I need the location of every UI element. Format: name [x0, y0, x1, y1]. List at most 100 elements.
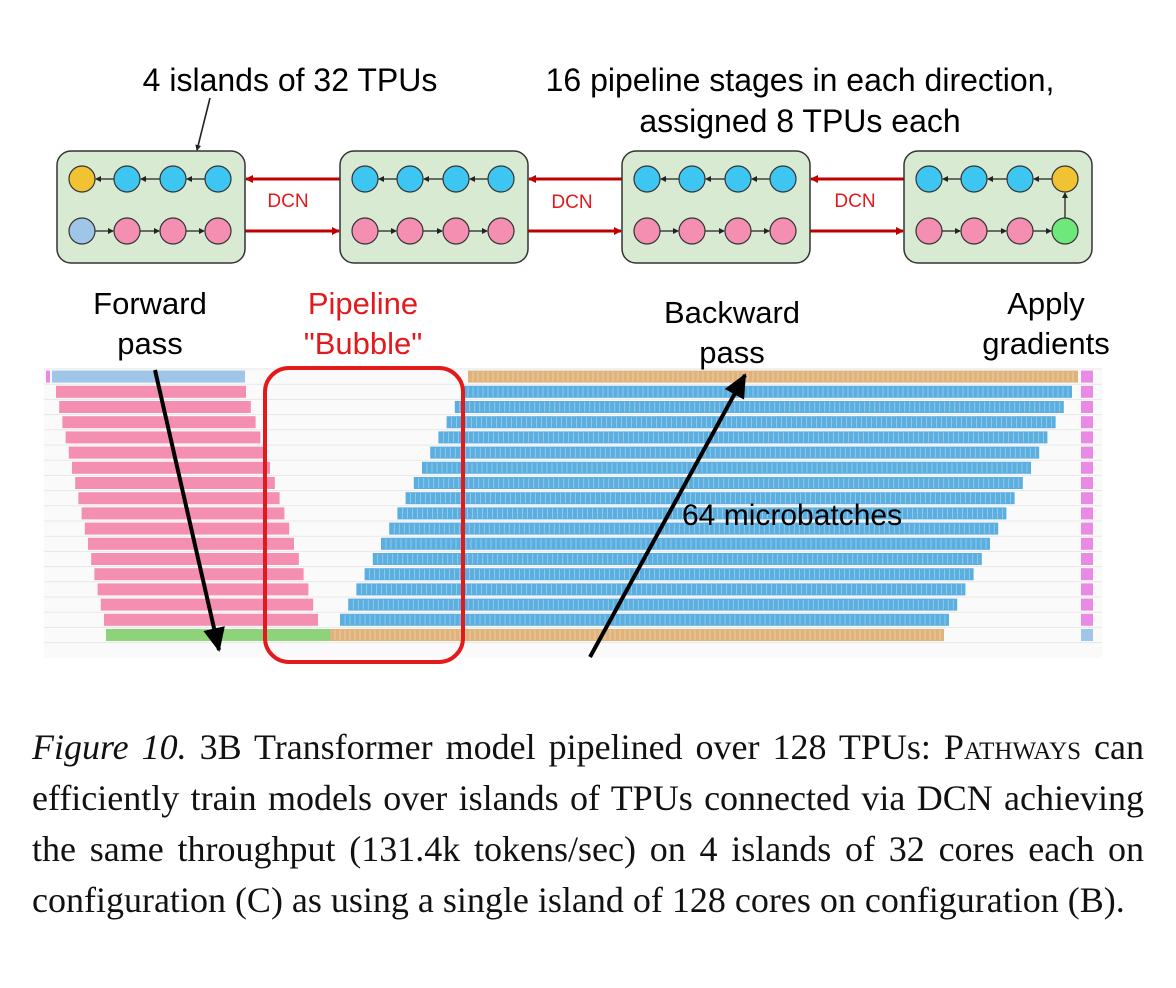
backward-bar	[389, 522, 999, 535]
apply-marker	[46, 370, 50, 383]
backward-bar	[364, 568, 974, 581]
pipeline-figure	[44, 97, 1102, 664]
tpu-node-backward	[633, 165, 661, 193]
backward-bar-fill	[446, 416, 1056, 429]
apply-gradients-bar	[1081, 446, 1093, 459]
tpu-node-backward	[1006, 165, 1034, 193]
microbatches-label: 64 microbatches	[682, 499, 903, 532]
island-4	[903, 150, 1093, 264]
island-2	[339, 150, 529, 264]
input-bar-fill	[52, 370, 245, 383]
apply-gradients-bar	[1081, 477, 1093, 489]
tpu-node-forward	[1006, 217, 1034, 245]
forward-bar-fill	[56, 385, 246, 398]
forward-bar	[78, 492, 280, 505]
forward-bar	[88, 537, 294, 550]
island-1	[56, 150, 246, 264]
pipeline-bubble-box	[263, 366, 465, 664]
gradient-bar-fill	[330, 629, 944, 641]
forward-bar	[94, 568, 304, 581]
apply-gradients-bar	[1081, 401, 1093, 413]
stages-label: 16 pipeline stages in each direction, as…	[500, 62, 1100, 140]
tpu-node-forward	[960, 217, 988, 245]
islands-pointer-arrow	[195, 97, 211, 151]
dcn-label-3: DCN	[834, 191, 876, 212]
caption-text-part1: 3B Transformer model pipelined over 128 …	[186, 727, 944, 767]
gradient-bar	[468, 370, 1078, 383]
tpu-node-forward	[351, 217, 379, 245]
annotation-overlay	[153, 97, 747, 664]
stages-label-line2: assigned 8 TPUs each	[639, 102, 961, 139]
tpu-node-forward	[633, 217, 661, 245]
tpu-node-forward	[68, 217, 96, 245]
backward-bar-fill	[397, 507, 1007, 520]
trace-rows	[44, 368, 1102, 644]
apply-gradients-bar	[1081, 385, 1093, 398]
forward-pass-arrow	[153, 369, 225, 652]
backward-bar	[372, 553, 982, 565]
tpu-node-forward	[678, 217, 706, 245]
forward-bar-fill	[94, 568, 304, 581]
tpu-node-backward	[159, 165, 187, 193]
island-3	[621, 150, 811, 264]
apply-gradients-bar	[1081, 431, 1093, 444]
backward-bar-fill	[422, 461, 1031, 474]
pipeline-trace	[44, 368, 1102, 658]
forward-bar-fill	[78, 492, 280, 505]
forward-bar	[56, 385, 246, 398]
backward-bar	[430, 446, 1040, 459]
tpu-node-backward	[113, 165, 141, 193]
gradient-bar	[330, 629, 944, 641]
forward-bar-fill	[81, 507, 285, 520]
backward-bar	[422, 461, 1031, 474]
apply-gradients-bar	[1081, 568, 1093, 581]
forward-bar-fill	[62, 416, 256, 429]
backward-bar	[381, 537, 990, 550]
forward-pass-label-line1: Forward	[93, 286, 207, 321]
forward-bar	[59, 401, 251, 413]
tpu-node-backward	[487, 165, 515, 193]
dcn-label-1: DCN	[267, 191, 309, 212]
apply-gradients-bar	[1081, 522, 1093, 535]
backward-bar	[348, 598, 958, 611]
tpu-node-backward	[678, 165, 706, 193]
apply-gradients-bar	[1081, 629, 1093, 641]
dcn-label-2: DCN	[551, 192, 593, 213]
tpu-node-backward	[769, 165, 797, 193]
apply-gradients-bar	[1081, 370, 1093, 383]
backward-bar-fill	[348, 598, 958, 611]
forward-bar	[72, 461, 270, 474]
tpu-node-forward	[769, 217, 797, 245]
tpu-node-backward	[351, 165, 379, 193]
backward-bar	[446, 416, 1056, 429]
backward-bar	[340, 613, 949, 626]
backward-bar	[413, 477, 1023, 489]
tpu-node-backward	[724, 165, 752, 193]
caption-pathways: Pathways	[943, 727, 1082, 767]
figure-number: Figure 10.	[32, 727, 187, 767]
tpu-node-forward	[396, 217, 424, 245]
tpu-node-backward	[960, 165, 988, 193]
backward-bar	[405, 492, 1015, 505]
tpu-node-backward	[68, 165, 96, 193]
backward-bar-fill	[364, 568, 974, 581]
tpu-node-backward	[396, 165, 424, 193]
forward-bar-fill	[65, 431, 261, 444]
apply-gradients-label-line2: gradients	[982, 325, 1110, 361]
backward-bar	[397, 507, 1007, 520]
forward-bar	[81, 507, 285, 520]
tpu-node-forward	[442, 217, 470, 245]
apply-gradients-bar	[1081, 583, 1093, 596]
backward-bar-fill	[356, 583, 966, 596]
apply-gradients-label: Apply gradients	[968, 286, 1124, 361]
apply-gradients-label-line1: Apply	[1007, 286, 1085, 321]
backward-pass-label-line1: Backward	[663, 295, 801, 330]
backward-bar-fill	[413, 477, 1023, 489]
apply-gradients-bar	[1081, 537, 1093, 550]
backward-pass-label: Backward pass	[632, 295, 832, 370]
tpu-node-forward	[1051, 217, 1079, 245]
pipeline-bubble-label: Pipeline "Bubble"	[263, 286, 463, 361]
tpu-node-backward	[442, 165, 470, 193]
forward-bar-fill	[59, 401, 251, 413]
